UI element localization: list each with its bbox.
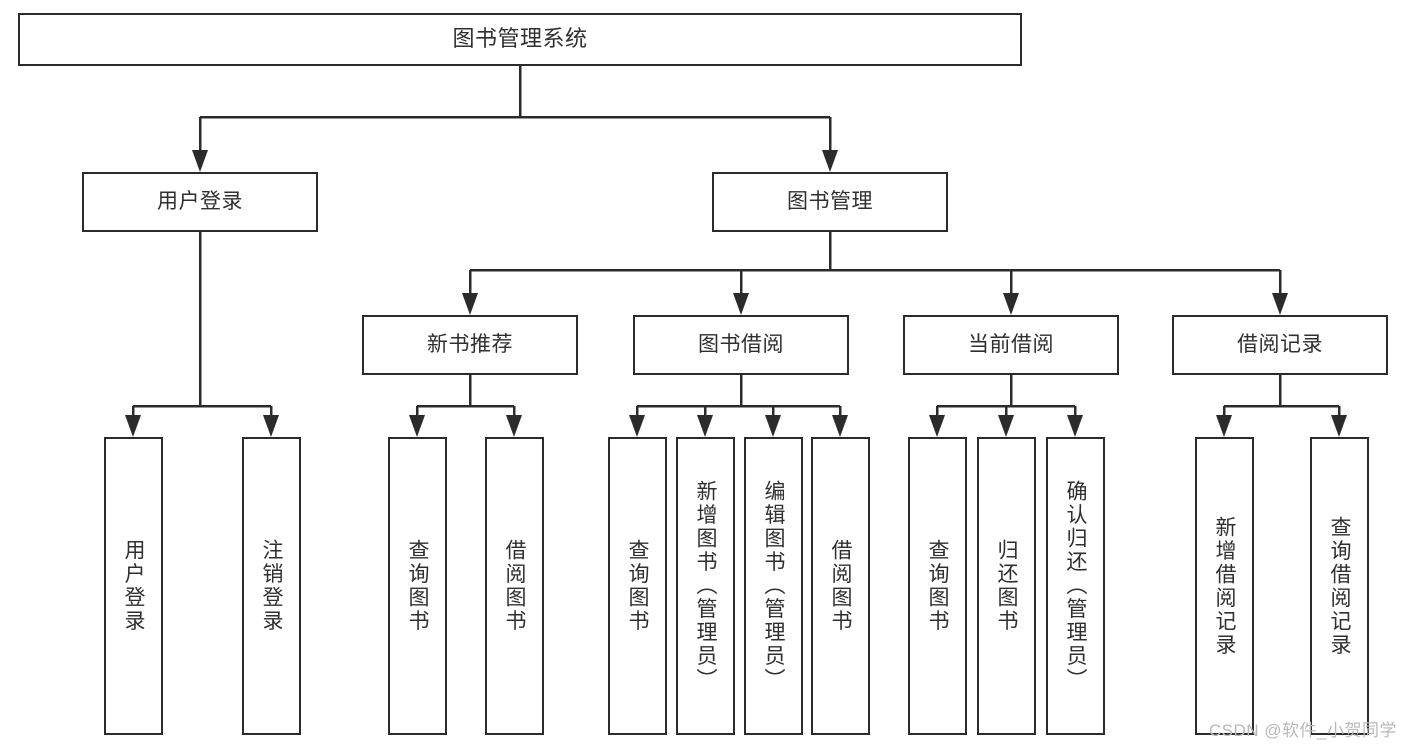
node-label: 新增借阅记录 <box>1213 515 1236 657</box>
node-label: 查询图书 <box>406 539 429 633</box>
leaf-borrow-book-2[interactable]: 借阅图书 <box>811 437 870 735</box>
node-user-login[interactable]: 用户登录 <box>82 172 318 232</box>
leaf-user-login[interactable]: 用户登录 <box>104 437 163 735</box>
node-new-book-recommend[interactable]: 新书推荐 <box>362 315 578 375</box>
node-label: 借阅图书 <box>503 539 526 633</box>
node-label: 注销登录 <box>260 539 283 633</box>
node-borrow-record[interactable]: 借阅记录 <box>1172 315 1388 375</box>
node-label: 新书推荐 <box>427 333 513 357</box>
node-label: 确认归还（管理员） <box>1064 480 1087 692</box>
node-label: 查询图书 <box>926 539 949 633</box>
node-root[interactable]: 图书管理系统 <box>18 13 1022 66</box>
leaf-return-book[interactable]: 归还图书 <box>977 437 1036 735</box>
node-label: 编辑图书（管理员） <box>762 480 785 692</box>
leaf-query-book-3[interactable]: 查询图书 <box>908 437 967 735</box>
node-current-borrow[interactable]: 当前借阅 <box>903 315 1119 375</box>
leaf-query-borrow-record[interactable]: 查询借阅记录 <box>1310 437 1369 735</box>
leaf-confirm-return-admin[interactable]: 确认归还（管理员） <box>1046 437 1105 735</box>
leaf-edit-book-admin[interactable]: 编辑图书（管理员） <box>744 437 803 735</box>
leaf-add-book-admin[interactable]: 新增图书（管理员） <box>676 437 735 735</box>
node-book-manage[interactable]: 图书管理 <box>712 172 948 232</box>
node-label: 图书管理 <box>787 190 873 214</box>
leaf-query-book-1[interactable]: 查询图书 <box>388 437 447 735</box>
leaf-query-book-2[interactable]: 查询图书 <box>608 437 667 735</box>
leaf-add-borrow-record[interactable]: 新增借阅记录 <box>1195 437 1254 735</box>
node-label: 查询图书 <box>626 539 649 633</box>
node-book-borrow[interactable]: 图书借阅 <box>633 315 849 375</box>
node-label: 新增图书（管理员） <box>694 480 717 692</box>
node-label: 用户登录 <box>157 190 243 214</box>
watermark: CSDN @软件_小贺同学 <box>1208 721 1397 740</box>
node-label: 图书管理系统 <box>452 26 588 52</box>
leaf-user-logout[interactable]: 注销登录 <box>242 437 301 735</box>
leaf-borrow-book-1[interactable]: 借阅图书 <box>485 437 544 735</box>
node-label: 图书借阅 <box>698 333 784 357</box>
node-label: 用户登录 <box>122 539 145 633</box>
node-label: 归还图书 <box>995 539 1018 633</box>
node-label: 借阅记录 <box>1237 333 1323 357</box>
node-label: 当前借阅 <box>968 333 1054 357</box>
node-label: 借阅图书 <box>829 539 852 633</box>
node-label: 查询借阅记录 <box>1328 515 1351 657</box>
